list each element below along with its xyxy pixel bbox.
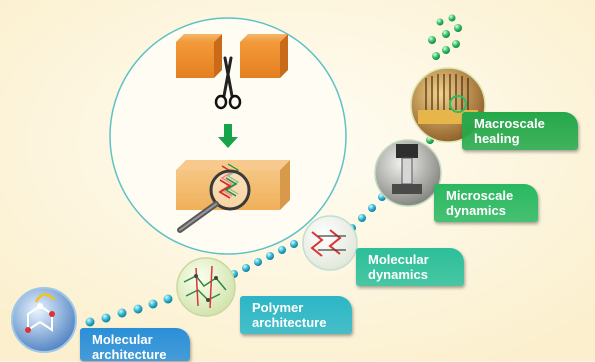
trail-dot xyxy=(452,40,460,48)
stage-label-line2: architecture xyxy=(252,315,327,330)
healed-block xyxy=(176,160,290,210)
stage-label-line1: Molecular xyxy=(92,332,153,347)
stage-label-polymer-architecture: Polymer architecture xyxy=(240,296,352,334)
stage-label-microscale-dynamics: Microscale dynamics xyxy=(434,184,538,222)
trail-dot xyxy=(85,317,95,327)
trail-dot xyxy=(117,308,127,318)
stage-image-microscale-dynamics xyxy=(374,139,442,207)
stage-label-line2: healing xyxy=(474,131,520,146)
stage-label-molecular-dynamics: Molecular dynamics xyxy=(356,248,464,286)
trail-dot xyxy=(436,18,444,26)
stage-image-polymer-architecture xyxy=(176,257,236,317)
trail-dot xyxy=(448,14,456,22)
magnifier-icon xyxy=(177,169,251,233)
stage-image-molecular-architecture xyxy=(11,287,77,353)
trail-dot xyxy=(428,36,436,44)
arrow-down-icon xyxy=(218,124,238,148)
trail-dot xyxy=(442,30,450,38)
healing-concept-circle xyxy=(109,17,347,255)
trail-dot xyxy=(266,252,274,260)
trail-dot xyxy=(358,214,366,222)
trail-dot xyxy=(442,46,450,54)
stage-label-line1: Molecular xyxy=(368,252,429,267)
stage-label-line2: architecture xyxy=(92,347,167,362)
trail-dot xyxy=(242,264,250,272)
stage-label-line1: Microscale xyxy=(446,188,514,203)
stage-label-macroscale-healing: Macroscale healing xyxy=(462,112,578,150)
stage-label-line2: dynamics xyxy=(368,267,428,282)
trail-dot xyxy=(432,52,440,60)
trail-dot xyxy=(148,299,158,309)
trail-dot xyxy=(454,24,462,32)
trail-dot xyxy=(101,313,111,323)
stage-label-line2: dynamics xyxy=(446,203,506,218)
trail-dot xyxy=(278,246,286,254)
scissors-icon xyxy=(214,56,242,110)
stage-label-line1: Macroscale xyxy=(474,116,545,131)
stage-image-molecular-dynamics xyxy=(302,215,358,271)
trail-dot xyxy=(368,204,376,212)
trail-dot xyxy=(254,258,262,266)
stage-label-molecular-architecture: Molecular architecture xyxy=(80,328,190,362)
trail-dot xyxy=(163,294,173,304)
stage-label-line1: Polymer xyxy=(252,300,304,315)
trail-dot xyxy=(290,240,298,248)
cut-blocks xyxy=(176,34,288,78)
trail-dot xyxy=(133,304,143,314)
